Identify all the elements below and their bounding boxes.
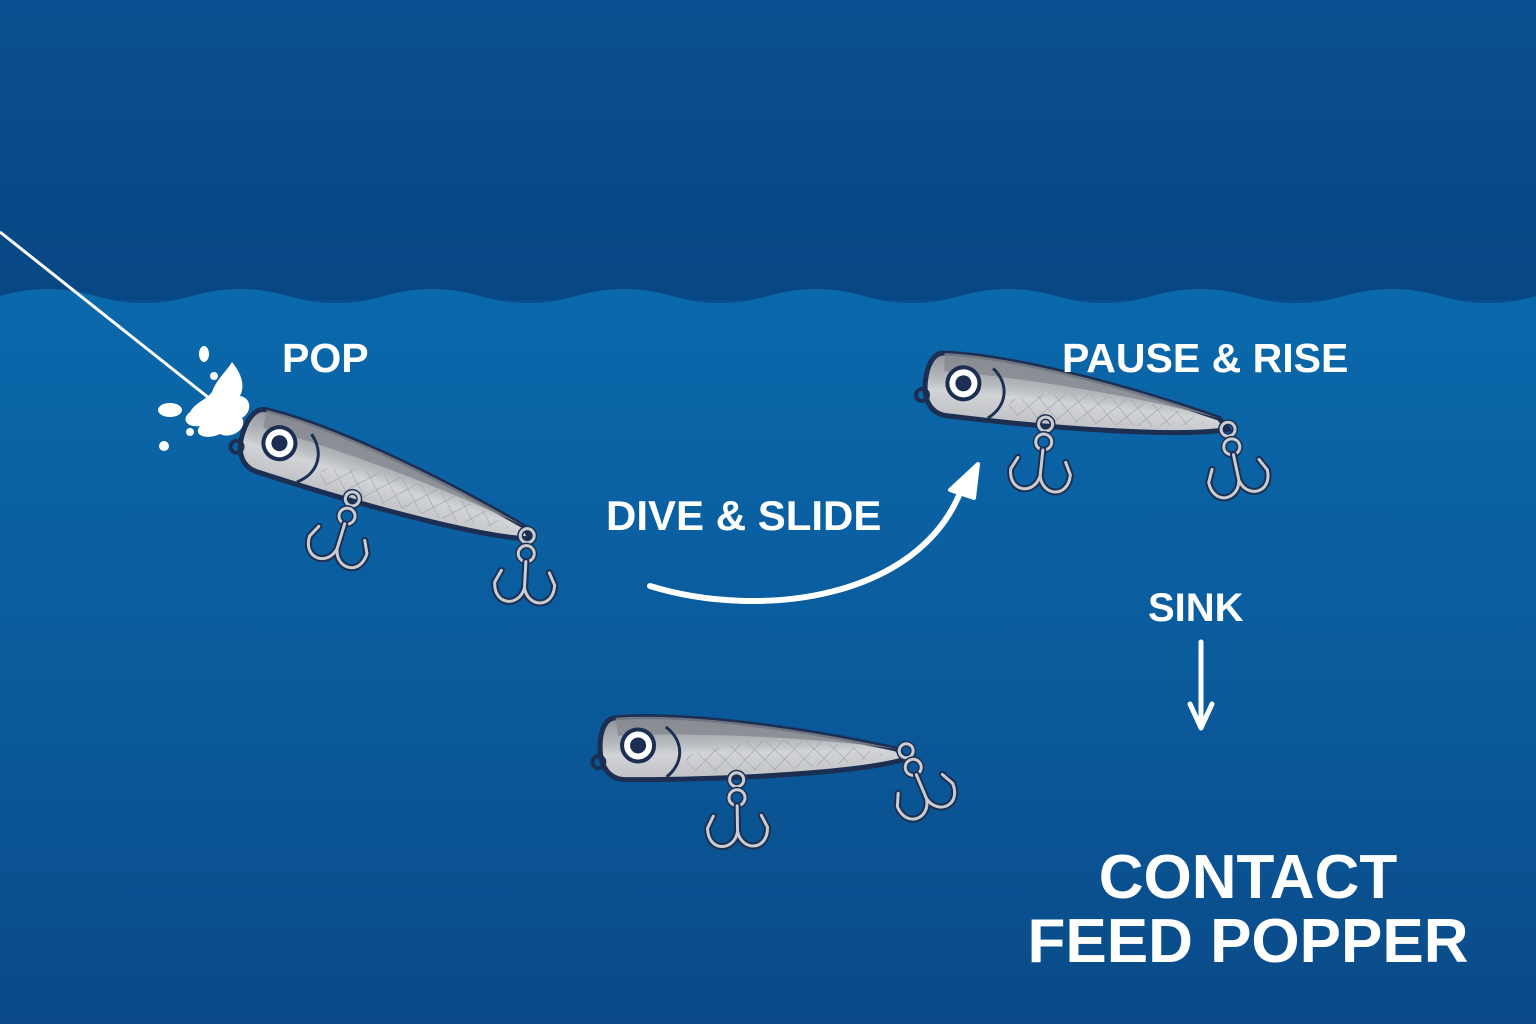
curved-arrow-icon [647,462,980,604]
title-line-1: CONTACT [1099,843,1398,912]
title-line-2: FEED POPPER [1028,907,1469,976]
splash-icon [158,346,250,451]
label-dive-slide: DIVE & SLIDE [606,492,881,539]
label-pop: POP [282,335,369,381]
label-sink: SINK [1148,586,1244,630]
down-arrow-icon [1187,639,1215,731]
sky-band [0,0,1536,300]
fishing-line [0,230,215,404]
label-pause-rise: PAUSE & RISE [1062,335,1348,381]
